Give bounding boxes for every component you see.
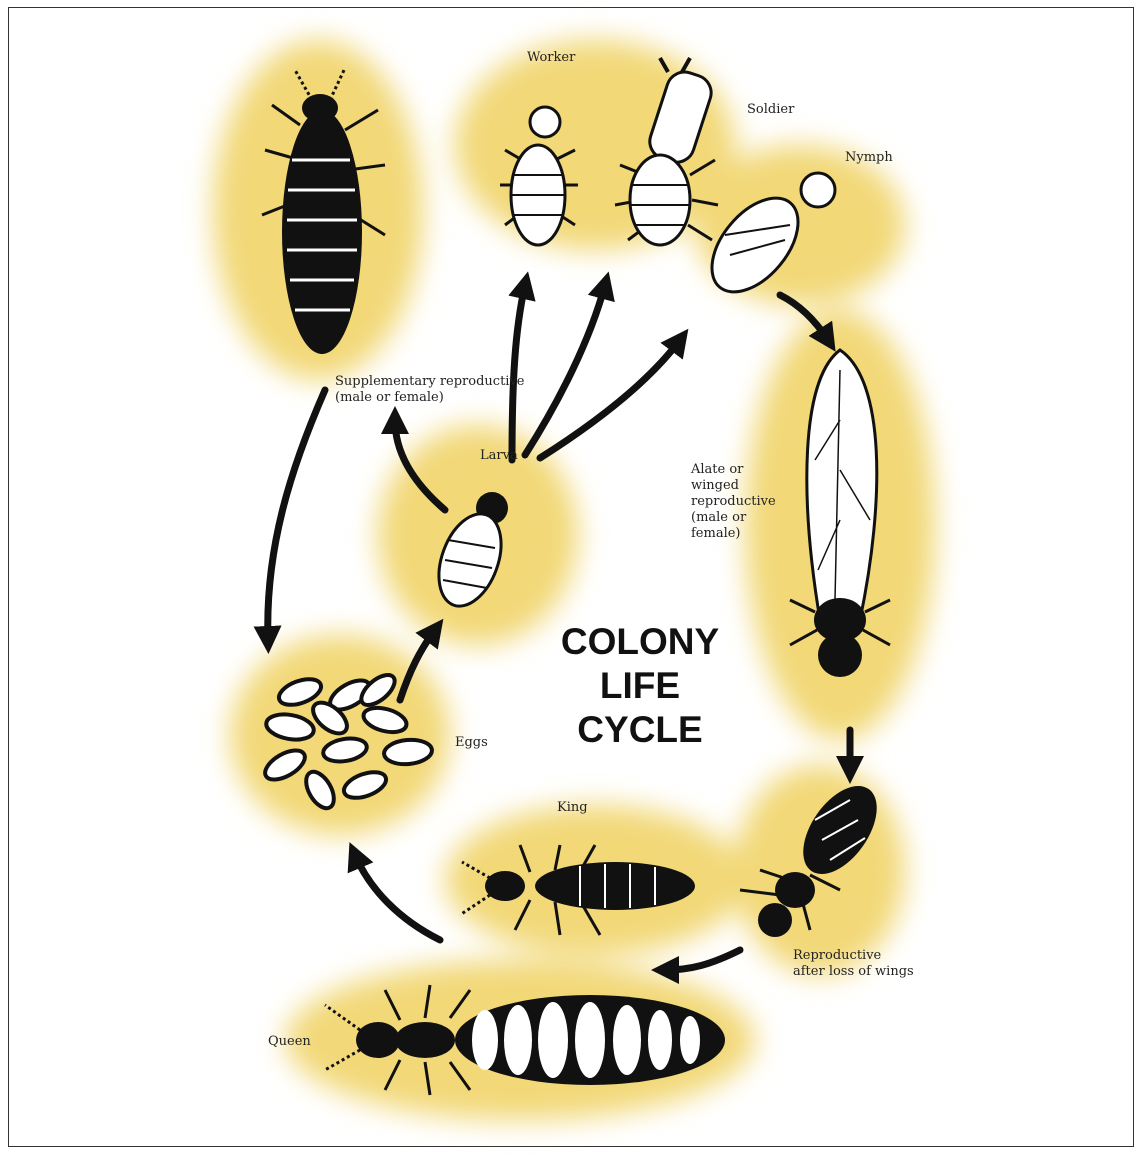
label-king: King <box>557 800 588 816</box>
arrow-reproductive-to-queen <box>665 950 740 970</box>
label-alate: Alate or winged reproductive (male or fe… <box>691 462 776 542</box>
label-queen: Queen <box>268 1034 311 1050</box>
diagram-title: COLONY LIFE CYCLE <box>520 620 760 752</box>
label-reproductive-after-wing-loss: Reproductive after loss of wings <box>793 948 914 980</box>
arrow-supplementary-to-eggs <box>268 390 325 640</box>
title-line-2: LIFE <box>520 664 760 708</box>
label-soldier: Soldier <box>747 102 794 118</box>
arrow-queen-to-eggs <box>355 855 440 940</box>
label-nymph: Nymph <box>845 150 893 166</box>
label-larva: Larva <box>480 448 518 464</box>
label-eggs: Eggs <box>455 735 488 751</box>
arrow-larva-to-soldier <box>525 285 605 455</box>
title-line-3: CYCLE <box>520 708 760 752</box>
label-supplementary-reproductive: Supplementary reproductive (male or fema… <box>335 374 525 406</box>
title-line-1: COLONY <box>520 620 760 664</box>
label-worker: Worker <box>527 50 575 66</box>
arrow-larva-to-worker <box>512 285 525 460</box>
